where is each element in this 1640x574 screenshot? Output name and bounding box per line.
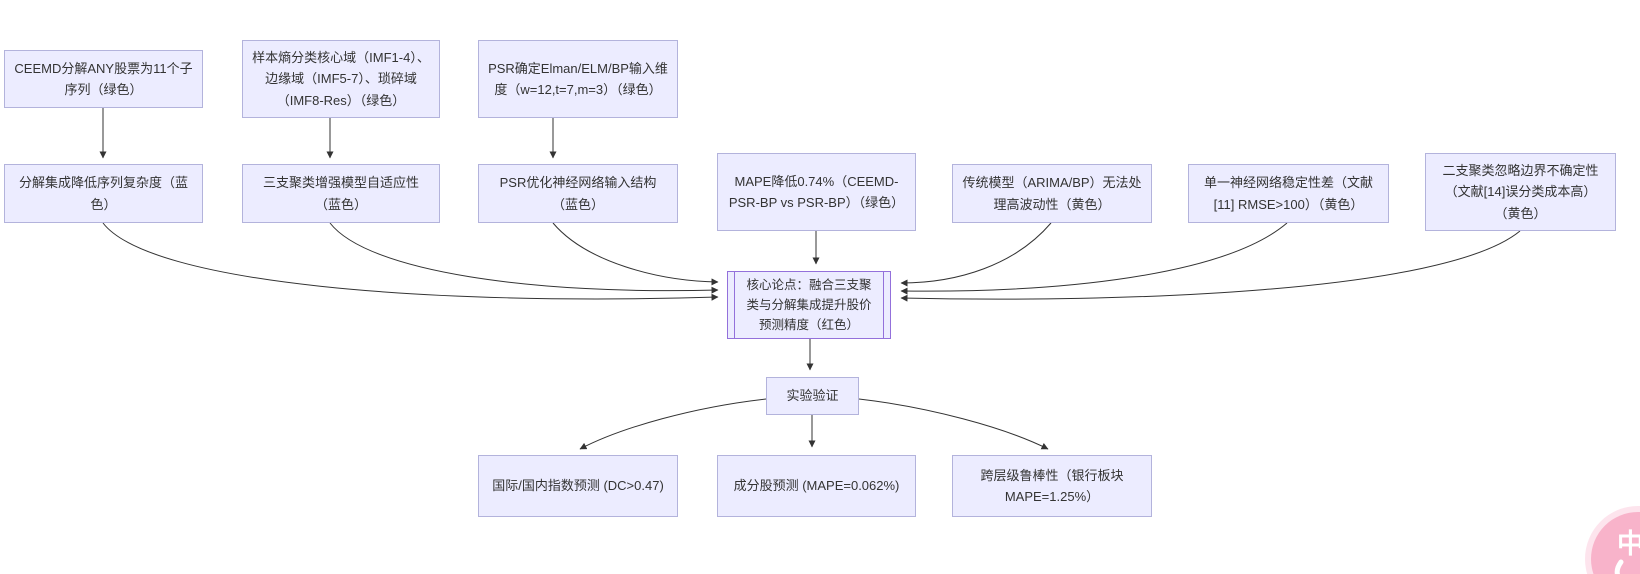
node-twoway: 二支聚类忽略边界不确定性（文献[14]误分类成本高）（黄色） <box>1425 153 1616 231</box>
edge-singlenn-core <box>900 222 1288 295</box>
node-mape: MAPE降低0.74%（CEEMD-PSR-BP vs PSR-BP）（绿色） <box>717 153 916 231</box>
node-label: 核心论点：融合三支聚类与分解集成提升股价预测精度（红色） <box>746 277 872 333</box>
edge-experiment-index <box>579 398 767 450</box>
edge-arima-core <box>900 222 1052 287</box>
node-label: 成分股预测 (MAPE=0.062%) <box>733 478 900 494</box>
edge-twoway-core <box>900 230 1521 302</box>
node-psr-dim: PSR确定Elman/ELM/BP输入维度（w=12,t=7,m=3）（绿色） <box>478 40 678 118</box>
node-decomp: 分解集成降低序列复杂度（蓝色） <box>4 164 203 223</box>
node-core-thesis: 核心论点：融合三支聚类与分解集成提升股价预测精度（红色） <box>727 271 891 339</box>
node-label: 样本熵分类核心域（IMF1-4）、边缘域（IMF5-7）、琐碎域（IMF8-Re… <box>252 50 430 108</box>
edge-threeway-core <box>329 222 719 294</box>
translate-icon: 中A <box>1617 529 1640 559</box>
node-experiment: 实验验证 <box>766 377 859 415</box>
node-label: MAPE降低0.74%（CEEMD-PSR-BP vs PSR-BP）（绿色） <box>728 173 905 210</box>
translate-badge-button[interactable]: 中A <box>1591 512 1640 574</box>
edge-decomp-core <box>102 222 719 301</box>
node-label: 二支聚类忽略边界不确定性（文献[14]误分类成本高）（黄色） <box>1442 163 1599 221</box>
translate-icon-swoosh <box>1614 559 1624 574</box>
edge-psropt-core <box>552 222 719 286</box>
node-index-pred: 国际/国内指数预测 (DC>0.47) <box>478 455 678 517</box>
node-psr-opt: PSR优化神经网络输入结构（蓝色） <box>478 164 678 223</box>
node-stock-pred: 成分股预测 (MAPE=0.062%) <box>717 455 916 517</box>
node-label: 三支聚类增强模型自适应性（蓝色） <box>262 175 419 212</box>
node-label: 跨层级鲁棒性（银行板块MAPE=1.25%） <box>980 467 1124 504</box>
node-label: 传统模型（ARIMA/BP）无法处理高波动性（黄色） <box>962 175 1142 212</box>
node-label: 实验验证 <box>786 388 839 404</box>
node-label: 国际/国内指数预测 (DC>0.47) <box>492 478 664 494</box>
node-label: PSR优化神经网络输入结构（蓝色） <box>499 175 657 212</box>
node-single-nn: 单一神经网络稳定性差（文献[11] RMSE>100）（黄色） <box>1188 164 1389 223</box>
node-label: 分解集成降低序列复杂度（蓝色） <box>18 175 188 212</box>
node-robustness: 跨层级鲁棒性（银行板块MAPE=1.25%） <box>952 455 1152 517</box>
node-entropy: 样本熵分类核心域（IMF1-4）、边缘域（IMF5-7）、琐碎域（IMF8-Re… <box>242 40 440 118</box>
node-ceemd: CEEMD分解ANY股票为11个子序列（绿色） <box>4 50 203 108</box>
edge-experiment-robust <box>858 398 1049 450</box>
node-arima: 传统模型（ARIMA/BP）无法处理高波动性（黄色） <box>952 164 1152 223</box>
node-label: CEEMD分解ANY股票为11个子序列（绿色） <box>14 60 193 97</box>
node-threeway: 三支聚类增强模型自适应性（蓝色） <box>242 164 440 223</box>
node-label: PSR确定Elman/ELM/BP输入维度（w=12,t=7,m=3）（绿色） <box>488 60 668 97</box>
node-label: 单一神经网络稳定性差（文献[11] RMSE>100）（黄色） <box>1203 175 1373 212</box>
